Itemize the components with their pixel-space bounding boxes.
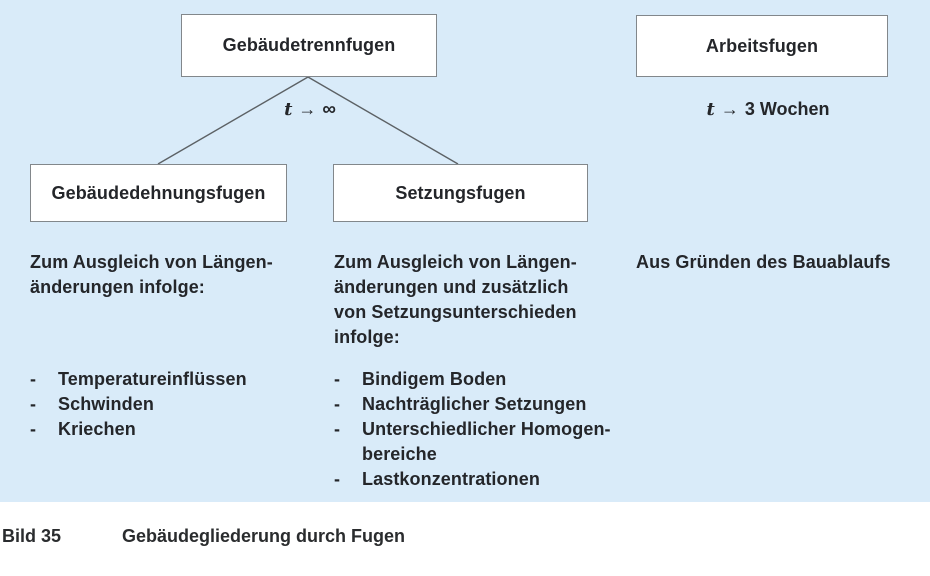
- arrow-right-icon: →: [720, 99, 739, 119]
- column-setzungsfugen-intro: Zum Ausgleich von Längen- änderungen und…: [334, 250, 634, 350]
- dash-bullet: -: [334, 369, 341, 389]
- connector-line-left: [157, 76, 309, 165]
- list-item: - Kriechen: [30, 417, 330, 442]
- column-arbeitsfugen-reason: Aus Gründen des Bauablaufs: [636, 250, 930, 275]
- list-item: - Lastkonzentrationen: [334, 467, 644, 492]
- column-dehnungsfugen-intro: Zum Ausgleich von Längen- änderungen inf…: [30, 250, 320, 300]
- figure-caption-title: Gebäudegliederung durch Fugen: [122, 526, 406, 546]
- list-dehnungsfugen-causes: - Temperatureinflüssen - Schwinden - Kri…: [30, 367, 330, 442]
- list-item-text: Nachträglicher Setzungen: [362, 394, 587, 414]
- list-item-text: Temperatureinflüssen: [58, 369, 247, 389]
- box-gebaeudetrennfugen-label: Gebäudetrennfugen: [222, 35, 396, 55]
- time-variable: t: [706, 99, 715, 120]
- list-item-text: Lastkonzentrationen: [362, 469, 540, 489]
- list-item-text: Bindigem Boden: [362, 369, 507, 389]
- time-variable: t: [284, 99, 293, 120]
- list-item: - Bindigem Boden: [334, 367, 644, 392]
- dash-bullet: -: [30, 369, 37, 389]
- list-item-text: Unterschiedlicher Homogen- bereiche: [362, 419, 611, 464]
- reason-text: Aus Gründen des Bauablaufs: [636, 252, 891, 272]
- box-arbeitsfugen: Arbeitsfugen: [636, 15, 888, 77]
- intro-text: Zum Ausgleich von Längen- änderungen und…: [334, 252, 577, 347]
- weeks-value: 3 Wochen: [744, 99, 830, 119]
- list-item: - Nachträglicher Setzungen: [334, 392, 644, 417]
- list-item: - Schwinden: [30, 392, 330, 417]
- box-gebaeudetrennfugen: Gebäudetrennfugen: [181, 14, 437, 77]
- box-gebaeudedehnungsfugen-label: Gebäudedehnungsfugen: [51, 182, 266, 203]
- dash-bullet: -: [30, 419, 37, 439]
- dash-bullet: -: [334, 394, 341, 414]
- intro-text: Zum Ausgleich von Längen- änderungen inf…: [30, 252, 273, 297]
- dash-bullet: -: [334, 469, 341, 489]
- list-item: - Unterschiedlicher Homogen- bereiche: [334, 417, 644, 467]
- dash-bullet: -: [30, 394, 37, 414]
- box-gebaeudedehnungsfugen: Gebäudedehnungsfugen: [30, 164, 287, 222]
- connector-line-right: [307, 76, 459, 165]
- annotation-t-3-wochen: t→3 Wochen: [688, 99, 848, 120]
- annotation-t-infinity: t→∞: [250, 99, 370, 121]
- box-arbeitsfugen-label: Arbeitsfugen: [705, 35, 819, 56]
- box-setzungsfugen: Setzungsfugen: [333, 164, 588, 222]
- list-item-text: Schwinden: [58, 394, 154, 414]
- arrow-right-icon: →: [298, 99, 317, 119]
- figure-caption-number: Bild 35: [2, 526, 62, 546]
- connector-lines: [157, 76, 459, 165]
- figure-caption: Bild 35 Gebäudegliederung durch Fugen: [2, 524, 405, 549]
- list-item: - Temperatureinflüssen: [30, 367, 330, 392]
- box-setzungsfugen-label: Setzungsfugen: [395, 182, 526, 203]
- infinity-symbol: ∞: [322, 99, 336, 120]
- list-setzungsfugen-causes: - Bindigem Boden - Nachträglicher Setzun…: [334, 367, 644, 492]
- dash-bullet: -: [334, 419, 341, 439]
- list-item-text: Kriechen: [58, 419, 136, 439]
- diagram-panel: Gebäudetrennfugen Arbeitsfugen t→∞ t→3 W…: [0, 0, 930, 502]
